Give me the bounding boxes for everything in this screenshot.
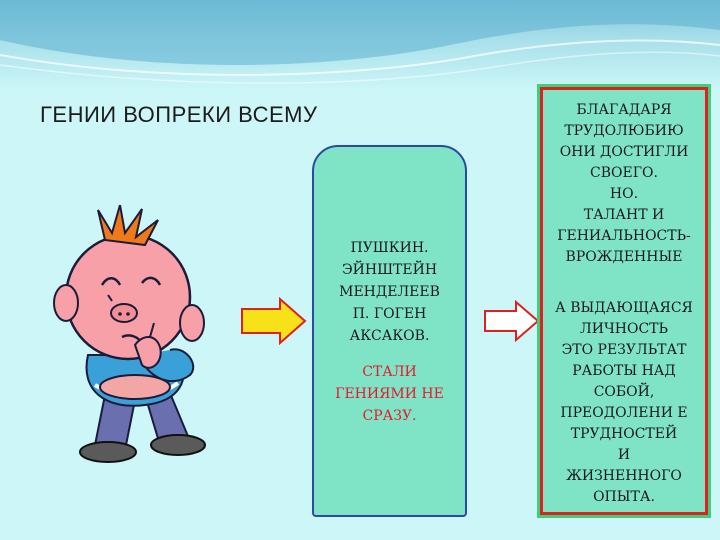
text-line: И <box>617 447 631 463</box>
geniuses-names: ПУШКИН. ЭЙНШТЕЙН МЕНДЕЛЕЕВ П. ГОГЕН АКСА… <box>314 237 465 347</box>
name-line: ПУШКИН. <box>350 240 429 256</box>
slide-title: ГЕНИИ ВОПРЕКИ ВСЕМУ <box>40 102 318 127</box>
name-line: П. ГОГЕН <box>352 306 427 322</box>
geniuses-list-box: ПУШКИН. ЭЙНШТЕЙН МЕНДЕЛЕЕВ П. ГОГЕН АКСА… <box>312 145 467 517</box>
text-line: ТРУДОЛЮБИЮ <box>564 123 684 139</box>
text-line: ТАЛАНТ И <box>583 207 665 223</box>
result-line: ГЕНИЯМИ НЕ <box>335 386 444 402</box>
text-line: ПРЕОДОЛЕНИ Е <box>560 405 688 421</box>
text-line: РАБОТЫ НАД <box>572 363 676 379</box>
arrow-right-outline-icon <box>484 300 540 342</box>
text-line: ОПЫТА. <box>593 489 655 505</box>
text-line: НО. <box>609 186 639 202</box>
arrow-right-icon <box>241 297 307 345</box>
header-wave <box>0 0 720 84</box>
result-line: СРАЗУ. <box>362 408 417 424</box>
text-line: ОНИ ДОСТИГЛИ <box>559 144 689 160</box>
text-line: БЛАГАДАРЯ <box>576 102 672 118</box>
text-line: ЛИЧНОСТЬ <box>580 321 668 337</box>
text-line: ГЕНИАЛЬНОСТЬ- <box>557 228 691 244</box>
result-line: СТАЛИ <box>362 364 417 380</box>
text-line: А ВЫДАЮЩАЯСЯ <box>555 300 693 316</box>
text-line: ЭТО РЕЗУЛЬТАТ <box>561 342 687 358</box>
name-line: АКСАКОВ. <box>349 328 430 344</box>
text-line: ТРУДНОСТЕЙ <box>570 426 678 442</box>
text-line: ЖИЗНЕННОГО <box>566 468 682 484</box>
thinking-boy-illustration <box>53 205 206 463</box>
conclusion-box: БЛАГАДАРЯ ТРУДОЛЮБИЮ ОНИ ДОСТИГЛИ СВОЕГО… <box>540 87 708 515</box>
geniuses-result: СТАЛИ ГЕНИЯМИ НЕ СРАЗУ. <box>314 361 465 427</box>
text-line: СВОЕГО. <box>590 165 658 181</box>
conclusion-part1: БЛАГАДАРЯ ТРУДОЛЮБИЮ ОНИ ДОСТИГЛИ СВОЕГО… <box>543 100 705 268</box>
conclusion-part2: А ВЫДАЮЩАЯСЯ ЛИЧНОСТЬ ЭТО РЕЗУЛЬТАТ РАБО… <box>543 298 705 508</box>
name-line: МЕНДЕЛЕЕВ <box>339 284 440 300</box>
text-line: ВРОЖДЕННЫЕ <box>565 249 683 265</box>
name-line: ЭЙНШТЕЙН <box>341 262 438 278</box>
text-line: СОБОЙ, <box>593 384 655 400</box>
